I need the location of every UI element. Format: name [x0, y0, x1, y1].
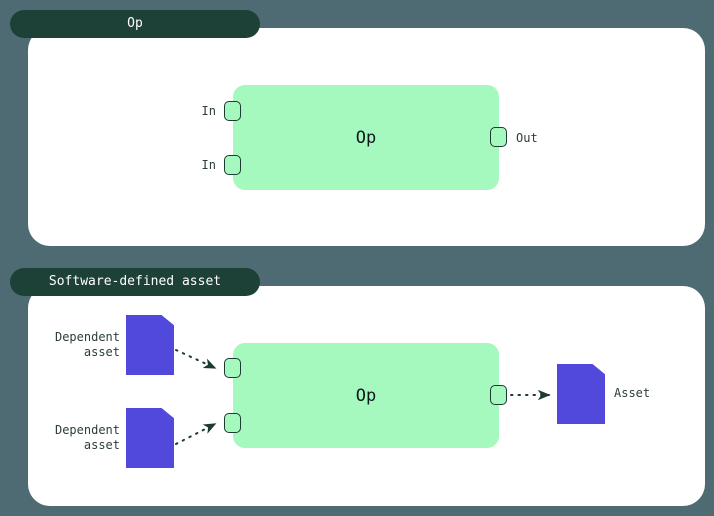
connector-edges — [175, 349, 551, 445]
op-node[interactable]: Op — [233, 343, 499, 448]
input-port[interactable] — [224, 155, 241, 175]
input-port[interactable] — [224, 101, 241, 121]
panel-tab-software-defined-asset[interactable]: Software-defined asset — [10, 268, 260, 296]
input-port-label: In — [201, 104, 216, 118]
dependent-asset-icon[interactable] — [126, 408, 174, 468]
output-port[interactable] — [490, 385, 507, 405]
input-port-label: In — [201, 158, 216, 172]
op-node-label: Op — [355, 127, 377, 148]
dependent-asset-label: Dependent asset — [54, 423, 120, 452]
op-node[interactable]: Op — [233, 85, 499, 190]
asset-label: Asset — [614, 386, 651, 400]
output-port-label: Out — [516, 131, 538, 145]
dependent-asset-icon[interactable] — [126, 315, 174, 375]
op-node-label: Op — [355, 385, 377, 406]
input-port[interactable] — [224, 413, 241, 433]
edge-dependent-asset-1 — [175, 349, 217, 369]
dependent-asset-label: Dependent asset — [54, 330, 120, 359]
input-port[interactable] — [224, 358, 241, 378]
output-port[interactable] — [490, 127, 507, 147]
asset-icon[interactable] — [557, 364, 605, 424]
panel-tab-op[interactable]: Op — [10, 10, 260, 38]
edge-dependent-asset-2 — [175, 423, 217, 445]
